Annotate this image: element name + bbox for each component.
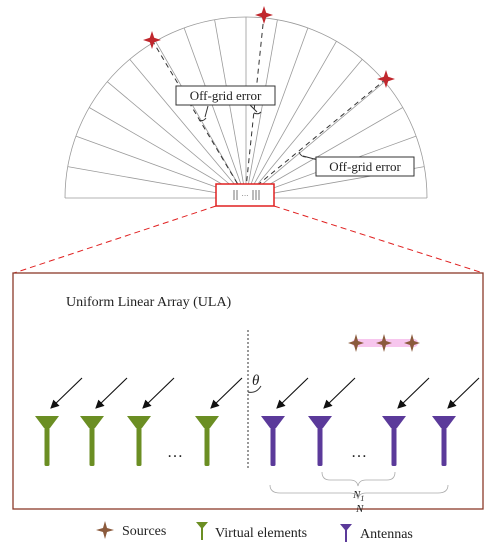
legend-sources-label: Sources — [122, 524, 166, 539]
grid-ray — [245, 107, 403, 199]
source-star-icon — [255, 6, 273, 24]
off-grid-label-box-2: Off-grid error — [315, 156, 415, 177]
panel-sources — [348, 334, 420, 352]
antenna-icon — [432, 416, 456, 466]
off-grid-label-2: Off-grid error — [329, 159, 401, 174]
array-title: Uniform Linear Array (ULA) — [66, 295, 232, 310]
legend: Sources Virtual elements Antennas — [96, 521, 413, 542]
incident-arrow — [397, 377, 430, 409]
grid-ray — [245, 81, 385, 199]
legend-virtual: Virtual elements — [196, 522, 307, 541]
incident-arrow — [210, 377, 243, 409]
grid-ray — [107, 81, 247, 199]
virtual-ellipsis: … — [167, 444, 183, 461]
error-leader-1 — [204, 105, 209, 118]
incident-arrow — [142, 377, 175, 409]
n1-brace — [321, 471, 396, 487]
virtual-element-icon — [196, 522, 208, 540]
zoom-projection — [13, 205, 484, 274]
virtual-element-icon — [195, 416, 219, 466]
antennas — [261, 416, 456, 466]
grid-ray — [245, 27, 309, 199]
antenna-icon — [382, 416, 406, 466]
n-brace — [269, 484, 449, 500]
error-leader-2 — [249, 104, 258, 113]
source-star-icon — [377, 70, 395, 88]
source-star-icon — [143, 31, 161, 49]
legend-antennas: Antennas — [340, 524, 413, 542]
source-star-icon — [404, 334, 420, 352]
legend-virtual-label: Virtual elements — [215, 526, 307, 541]
grid-ray — [183, 27, 247, 199]
n-label: N — [355, 503, 364, 515]
incident-arrow — [447, 377, 480, 409]
source-ray-2 — [245, 14, 265, 189]
antenna-ellipsis: … — [351, 444, 367, 461]
virtual-element-icon — [35, 416, 59, 466]
virtual-element-icon — [80, 416, 104, 466]
source-ray-3 — [253, 78, 387, 189]
incident-arrows — [50, 377, 480, 409]
legend-sources: Sources — [96, 521, 166, 539]
incident-arrow — [50, 377, 83, 409]
error-arc-1 — [198, 117, 207, 122]
source-star-icon — [348, 334, 364, 352]
theta-label: θ — [252, 373, 260, 389]
virtual-elements — [35, 416, 219, 466]
svg-text:···: ··· — [242, 192, 249, 200]
arc-sources — [143, 6, 395, 88]
virtual-element-icon — [127, 416, 151, 466]
incident-arrow — [323, 377, 356, 409]
grid-ray — [89, 107, 247, 199]
error-marks — [198, 104, 319, 161]
off-grid-label-1: Off-grid error — [190, 88, 262, 103]
legend-antennas-label: Antennas — [360, 527, 413, 542]
antenna-icon — [261, 416, 285, 466]
antenna-icon — [308, 416, 332, 466]
off-grid-label-box-1: Off-grid error — [175, 85, 276, 106]
source-ray-1 — [151, 39, 241, 189]
grid-ray — [129, 59, 247, 199]
zoom-box: ··· — [215, 183, 275, 207]
array-panel-frame — [12, 272, 484, 510]
theta-arc — [247, 385, 262, 393]
grid-ray — [245, 41, 337, 199]
source-rays — [151, 14, 387, 189]
grid-ray — [245, 19, 278, 199]
error-arc-2 — [253, 111, 262, 115]
grid-ray — [214, 19, 247, 199]
antenna-icon — [340, 524, 352, 542]
source-star-icon — [376, 334, 392, 352]
grid-ray — [245, 59, 363, 199]
source-star-icon — [96, 521, 114, 539]
incident-arrow — [95, 377, 128, 409]
incident-arrow — [276, 377, 309, 409]
n1-label: N1 — [352, 489, 364, 503]
